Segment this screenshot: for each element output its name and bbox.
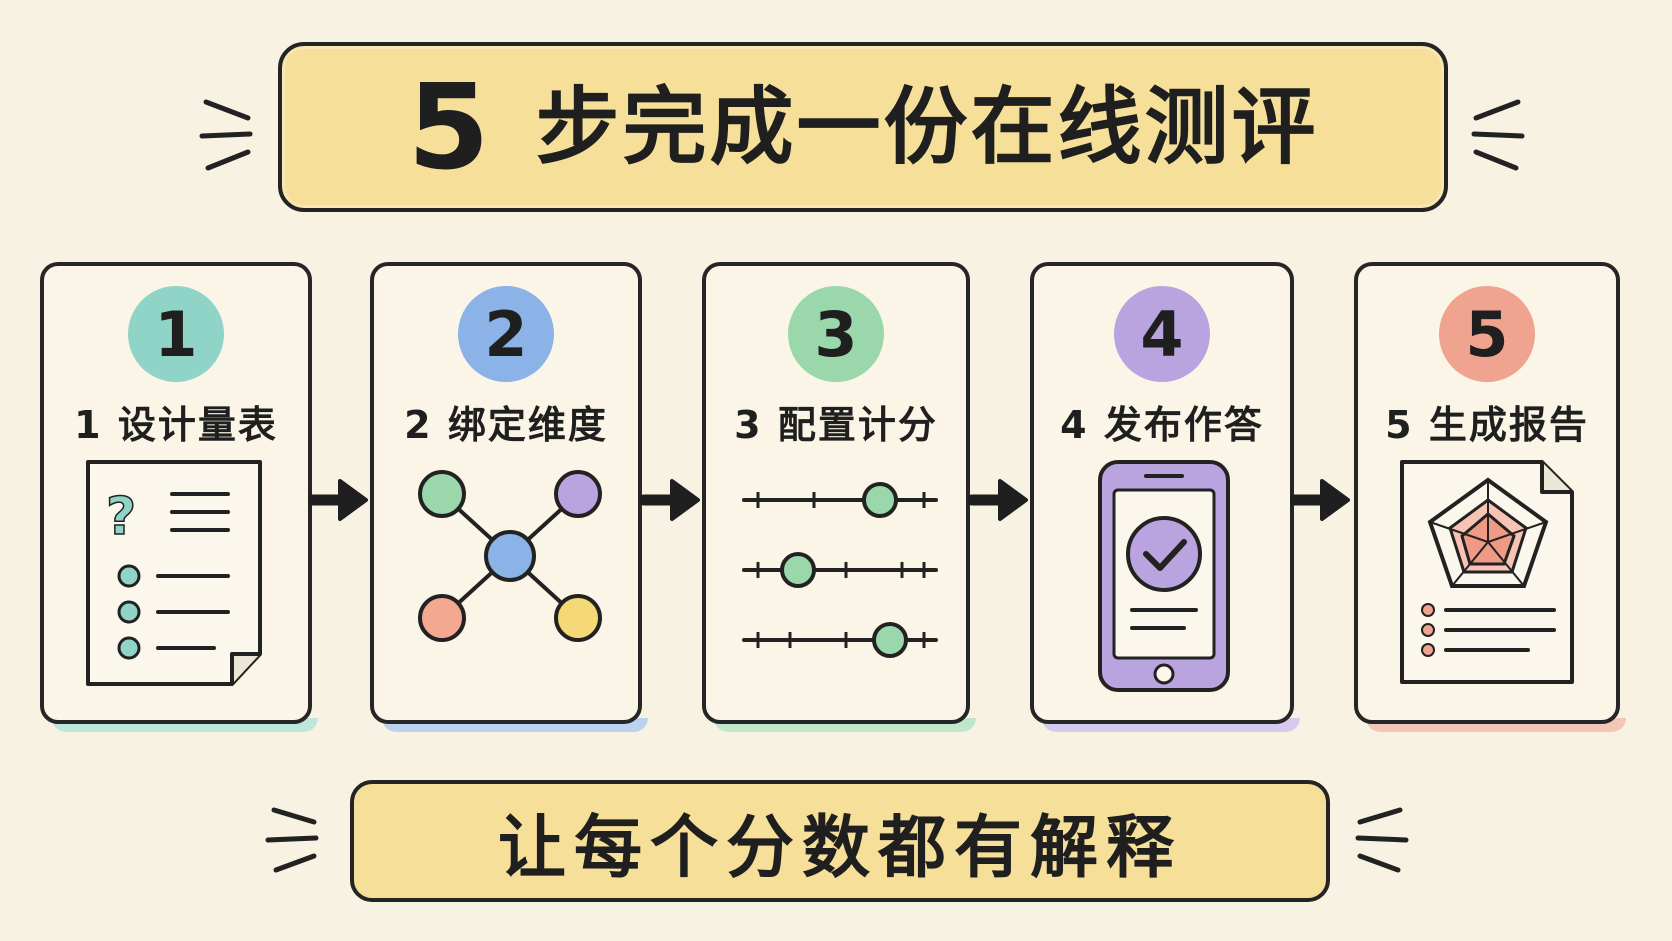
arrow-right-icon [1290,479,1350,521]
arrow-right-icon [640,479,700,521]
title-banner: 5 步完成一份在线测评 [278,42,1448,212]
step-card-5: 5 5 生成报告 [1354,262,1626,732]
step-badge-1: 1 [128,286,224,382]
slogan-sparkle-left-icon [265,807,319,873]
step-card-2: 2 2 绑定维度 [370,262,648,732]
step-label-5: 5 生成报告 [1385,403,1589,447]
radar-report-icon [1400,460,1574,684]
mobile-checkmark-icon [1098,460,1230,692]
arrow-right-icon [308,479,368,521]
step-card-3: 3 3 配置计分 [702,262,976,732]
scoring-sliders-icon [742,482,938,658]
step-label-4: 4 发布作答 [1060,403,1264,447]
title-sparkle-right-icon [1471,99,1525,171]
dimension-network-icon [418,470,602,642]
step-badge-2: 2 [458,286,554,382]
step-badge-3: 3 [788,286,884,382]
arrow-right-icon [968,479,1028,521]
page-title: 步完成一份在线测评 [535,78,1319,176]
step-label-2: 2 绑定维度 [404,403,608,447]
step-badge-5: 5 [1439,286,1535,382]
step-badge-4: 4 [1114,286,1210,382]
step-card-1: 1 1 设计量表 ? [40,262,318,732]
step-label-3: 3 配置计分 [734,403,938,447]
slogan-text: 让每个分数都有解释 [497,808,1182,888]
title-number: 5 [407,58,490,196]
questionnaire-document-icon: ? [86,460,262,686]
svg-text:?: ? [106,487,136,547]
step-label-1: 1 设计量表 [74,403,278,447]
step-card-4: 4 4 发布作答 [1030,262,1300,732]
slogan-sparkle-right-icon [1355,807,1409,873]
slogan-banner: 让每个分数都有解释 [350,780,1330,902]
title-sparkle-left-icon [199,99,253,171]
